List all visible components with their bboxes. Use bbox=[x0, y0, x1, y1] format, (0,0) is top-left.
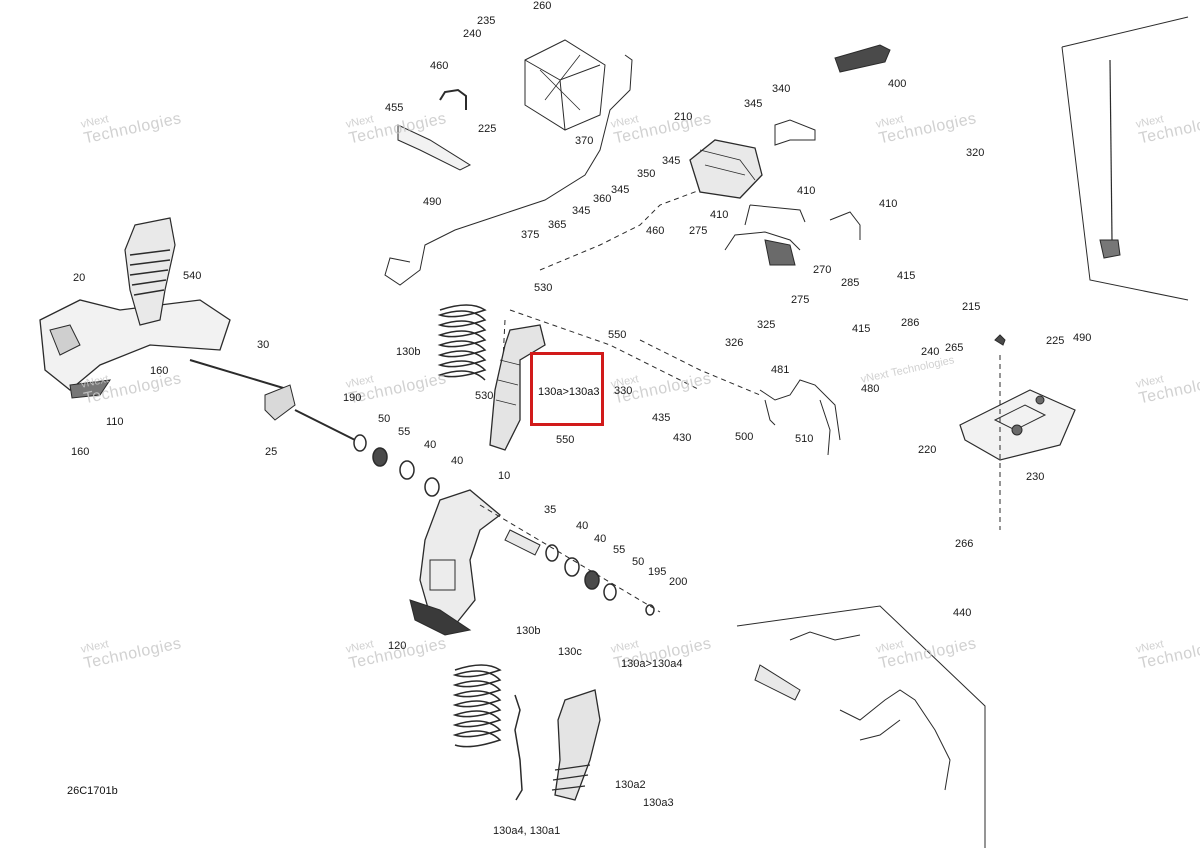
callout-label[interactable]: 530 bbox=[534, 282, 553, 294]
callout-label[interactable]: 130b bbox=[516, 625, 541, 637]
callout-label[interactable]: 270 bbox=[813, 264, 832, 276]
callout-label[interactable]: 30 bbox=[257, 339, 270, 351]
callout-label[interactable]: 195 bbox=[648, 566, 667, 578]
callout-label[interactable]: 55 bbox=[613, 544, 626, 556]
callout-label[interactable]: 35 bbox=[544, 504, 557, 516]
callout-label[interactable]: 530 bbox=[475, 390, 494, 402]
callout-label[interactable]: 510 bbox=[795, 433, 814, 445]
callout-label[interactable]: 130a2 bbox=[615, 779, 646, 791]
callout-label[interactable]: 455 bbox=[385, 102, 404, 114]
callout-label[interactable]: 430 bbox=[673, 432, 692, 444]
callout-label[interactable]: 490 bbox=[1073, 332, 1092, 344]
callout-label[interactable]: 240 bbox=[463, 28, 482, 40]
callout-label[interactable]: 415 bbox=[852, 323, 871, 335]
callout-label[interactable]: 275 bbox=[689, 225, 708, 237]
callout-label[interactable]: 40 bbox=[424, 439, 437, 451]
callout-label[interactable]: 460 bbox=[430, 60, 449, 72]
callout-label[interactable]: 50 bbox=[632, 556, 645, 568]
callout-label[interactable]: 240 bbox=[921, 346, 940, 358]
callout-label[interactable]: 550 bbox=[556, 434, 575, 446]
callout-label[interactable]: 130c bbox=[558, 646, 582, 658]
callout-label[interactable]: 230 bbox=[1026, 471, 1045, 483]
callout-label[interactable]: 130b bbox=[396, 346, 421, 358]
callout-label[interactable]: 340 bbox=[772, 83, 791, 95]
callout-label[interactable]: 20 bbox=[73, 272, 86, 284]
callout-label[interactable]: 160 bbox=[71, 446, 90, 458]
callout-label[interactable]: 345 bbox=[744, 98, 763, 110]
callout-label[interactable]: 435 bbox=[652, 412, 671, 424]
callout-label[interactable]: 25 bbox=[265, 446, 278, 458]
callout-label[interactable]: 215 bbox=[962, 301, 981, 313]
callout-label[interactable]: 40 bbox=[594, 533, 607, 545]
callout-label[interactable]: 160 bbox=[150, 365, 169, 377]
callout-label[interactable]: 550 bbox=[608, 329, 627, 341]
callout-label[interactable]: 266 bbox=[955, 538, 974, 550]
callout-label[interactable]: 481 bbox=[771, 364, 790, 376]
callout-label[interactable]: 200 bbox=[669, 576, 688, 588]
callout-label[interactable]: 50 bbox=[378, 413, 391, 425]
callout-label[interactable]: 410 bbox=[710, 209, 729, 221]
callout-label[interactable]: 260 bbox=[533, 0, 552, 12]
callout-label[interactable]: 285 bbox=[841, 277, 860, 289]
callout-label[interactable]: 190 bbox=[343, 392, 362, 404]
callout-label[interactable]: 210 bbox=[674, 111, 693, 123]
callout-label[interactable]: 410 bbox=[879, 198, 898, 210]
callout-label[interactable]: 286 bbox=[901, 317, 920, 329]
callout-label[interactable]: 330 bbox=[614, 385, 633, 397]
callout-label[interactable]: 500 bbox=[735, 431, 754, 443]
callout-label[interactable]: 350 bbox=[637, 168, 656, 180]
callout-label[interactable]: 265 bbox=[945, 342, 964, 354]
callout-label[interactable]: 110 bbox=[106, 416, 124, 428]
callout-label[interactable]: 130a4, 130a1 bbox=[493, 825, 561, 837]
callout-label[interactable]: 40 bbox=[451, 455, 464, 467]
callout-label[interactable]: 345 bbox=[572, 205, 591, 217]
callout-label[interactable]: 225 bbox=[478, 123, 497, 135]
callout-label[interactable]: 55 bbox=[398, 426, 411, 438]
callout-label[interactable]: 130a3 bbox=[643, 797, 674, 809]
callout-label[interactable]: 120 bbox=[388, 640, 407, 652]
callout-label[interactable]: 235 bbox=[477, 15, 496, 27]
callout-label[interactable]: 460 bbox=[646, 225, 665, 237]
callout-label[interactable]: 480 bbox=[861, 383, 880, 395]
callout-label[interactable]: 415 bbox=[897, 270, 916, 282]
callout-label[interactable]: 10 bbox=[498, 470, 511, 482]
highlighted-callout-label: 130a>130a3 bbox=[538, 386, 600, 398]
callout-label[interactable]: 375 bbox=[521, 229, 540, 241]
callout-label[interactable]: 490 bbox=[423, 196, 442, 208]
callout-label[interactable]: 440 bbox=[953, 607, 972, 619]
callout-label[interactable]: 275 bbox=[791, 294, 810, 306]
callout-label[interactable]: 345 bbox=[611, 184, 630, 196]
callout-label[interactable]: 365 bbox=[548, 219, 567, 231]
callout-label[interactable]: 345 bbox=[662, 155, 681, 167]
callout-label[interactable]: 320 bbox=[966, 147, 985, 159]
callout-label[interactable]: 540 bbox=[183, 270, 202, 282]
callout-label[interactable]: 410 bbox=[797, 185, 816, 197]
callout-label[interactable]: 370 bbox=[575, 135, 594, 147]
callout-label[interactable]: 225 bbox=[1046, 335, 1065, 347]
drawing-number: 26C1701b bbox=[67, 785, 118, 797]
callout-label[interactable]: 130a>130a4 bbox=[621, 658, 683, 670]
callout-label[interactable]: 326 bbox=[725, 337, 744, 349]
callout-label[interactable]: 220 bbox=[918, 444, 937, 456]
callout-label[interactable]: 325 bbox=[757, 319, 776, 331]
callout-label[interactable]: 400 bbox=[888, 78, 907, 90]
callout-label[interactable]: 360 bbox=[593, 193, 612, 205]
callout-label[interactable]: 40 bbox=[576, 520, 589, 532]
highlighted-part-box[interactable]: 130a>130a3 bbox=[530, 352, 604, 426]
